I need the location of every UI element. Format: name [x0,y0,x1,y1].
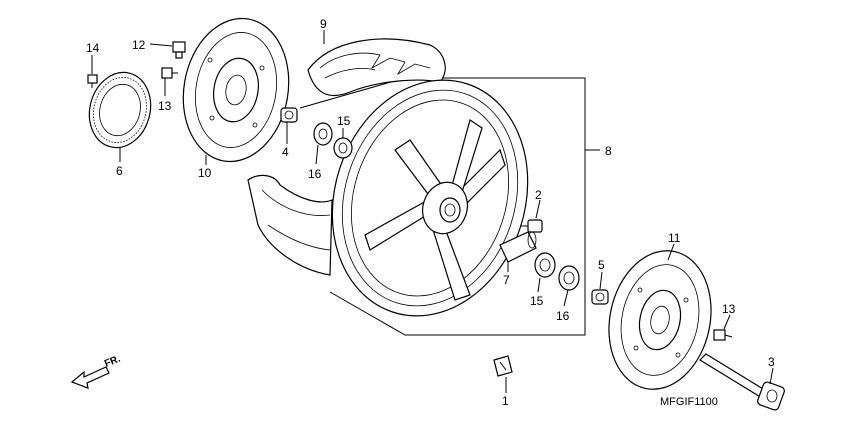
dust-seal-15-right [534,252,556,278]
collar-left [280,107,298,123]
callout-15-left: 15 [337,114,351,128]
collar-right [591,289,609,305]
clip-1 [493,355,513,377]
callout-9: 9 [320,17,327,31]
callout-6: 6 [116,164,123,178]
callout-16-right: 16 [556,309,570,323]
assembly-bracket [299,77,600,336]
callout-2: 2 [535,188,542,202]
callout-8: 8 [605,144,612,158]
wheel [331,79,529,317]
dust-seal-15-left [333,137,353,159]
callouts: 14 12 13 6 10 9 4 16 15 8 2 7 15 16 5 11… [86,17,775,408]
callout-10: 10 [198,166,212,180]
callout-5: 5 [598,258,605,272]
bolt-13-right [713,329,733,341]
drawing-code: MFGIF1100 [660,396,718,408]
tire-inner-section [247,174,333,276]
front-axle [699,353,785,411]
callout-1: 1 [502,394,509,408]
front-direction-arrow: FR. [70,353,122,389]
brake-disc-right [608,250,712,390]
callout-12: 12 [132,38,146,52]
callout-7: 7 [503,273,510,287]
distance-collar [499,231,537,263]
bolt-13-left [161,67,178,79]
bolt-12 [172,41,186,59]
callout-3: 3 [768,355,775,369]
bearing-16-right [558,265,580,291]
callout-11: 11 [668,231,681,245]
callout-15-right: 15 [530,294,544,308]
callout-13-left: 13 [158,99,172,113]
bolt-14 [87,74,98,88]
callout-13-right: 13 [722,302,736,316]
bolt-2 [520,219,543,233]
leader-lines [91,30,774,393]
brake-disc-left [182,17,290,163]
bearing-16-left [313,122,333,146]
callout-16-left: 16 [308,167,322,181]
callout-4: 4 [282,145,289,159]
callout-14: 14 [86,41,100,55]
direction-label: FR. [103,353,122,369]
pulser-ring [88,71,152,149]
